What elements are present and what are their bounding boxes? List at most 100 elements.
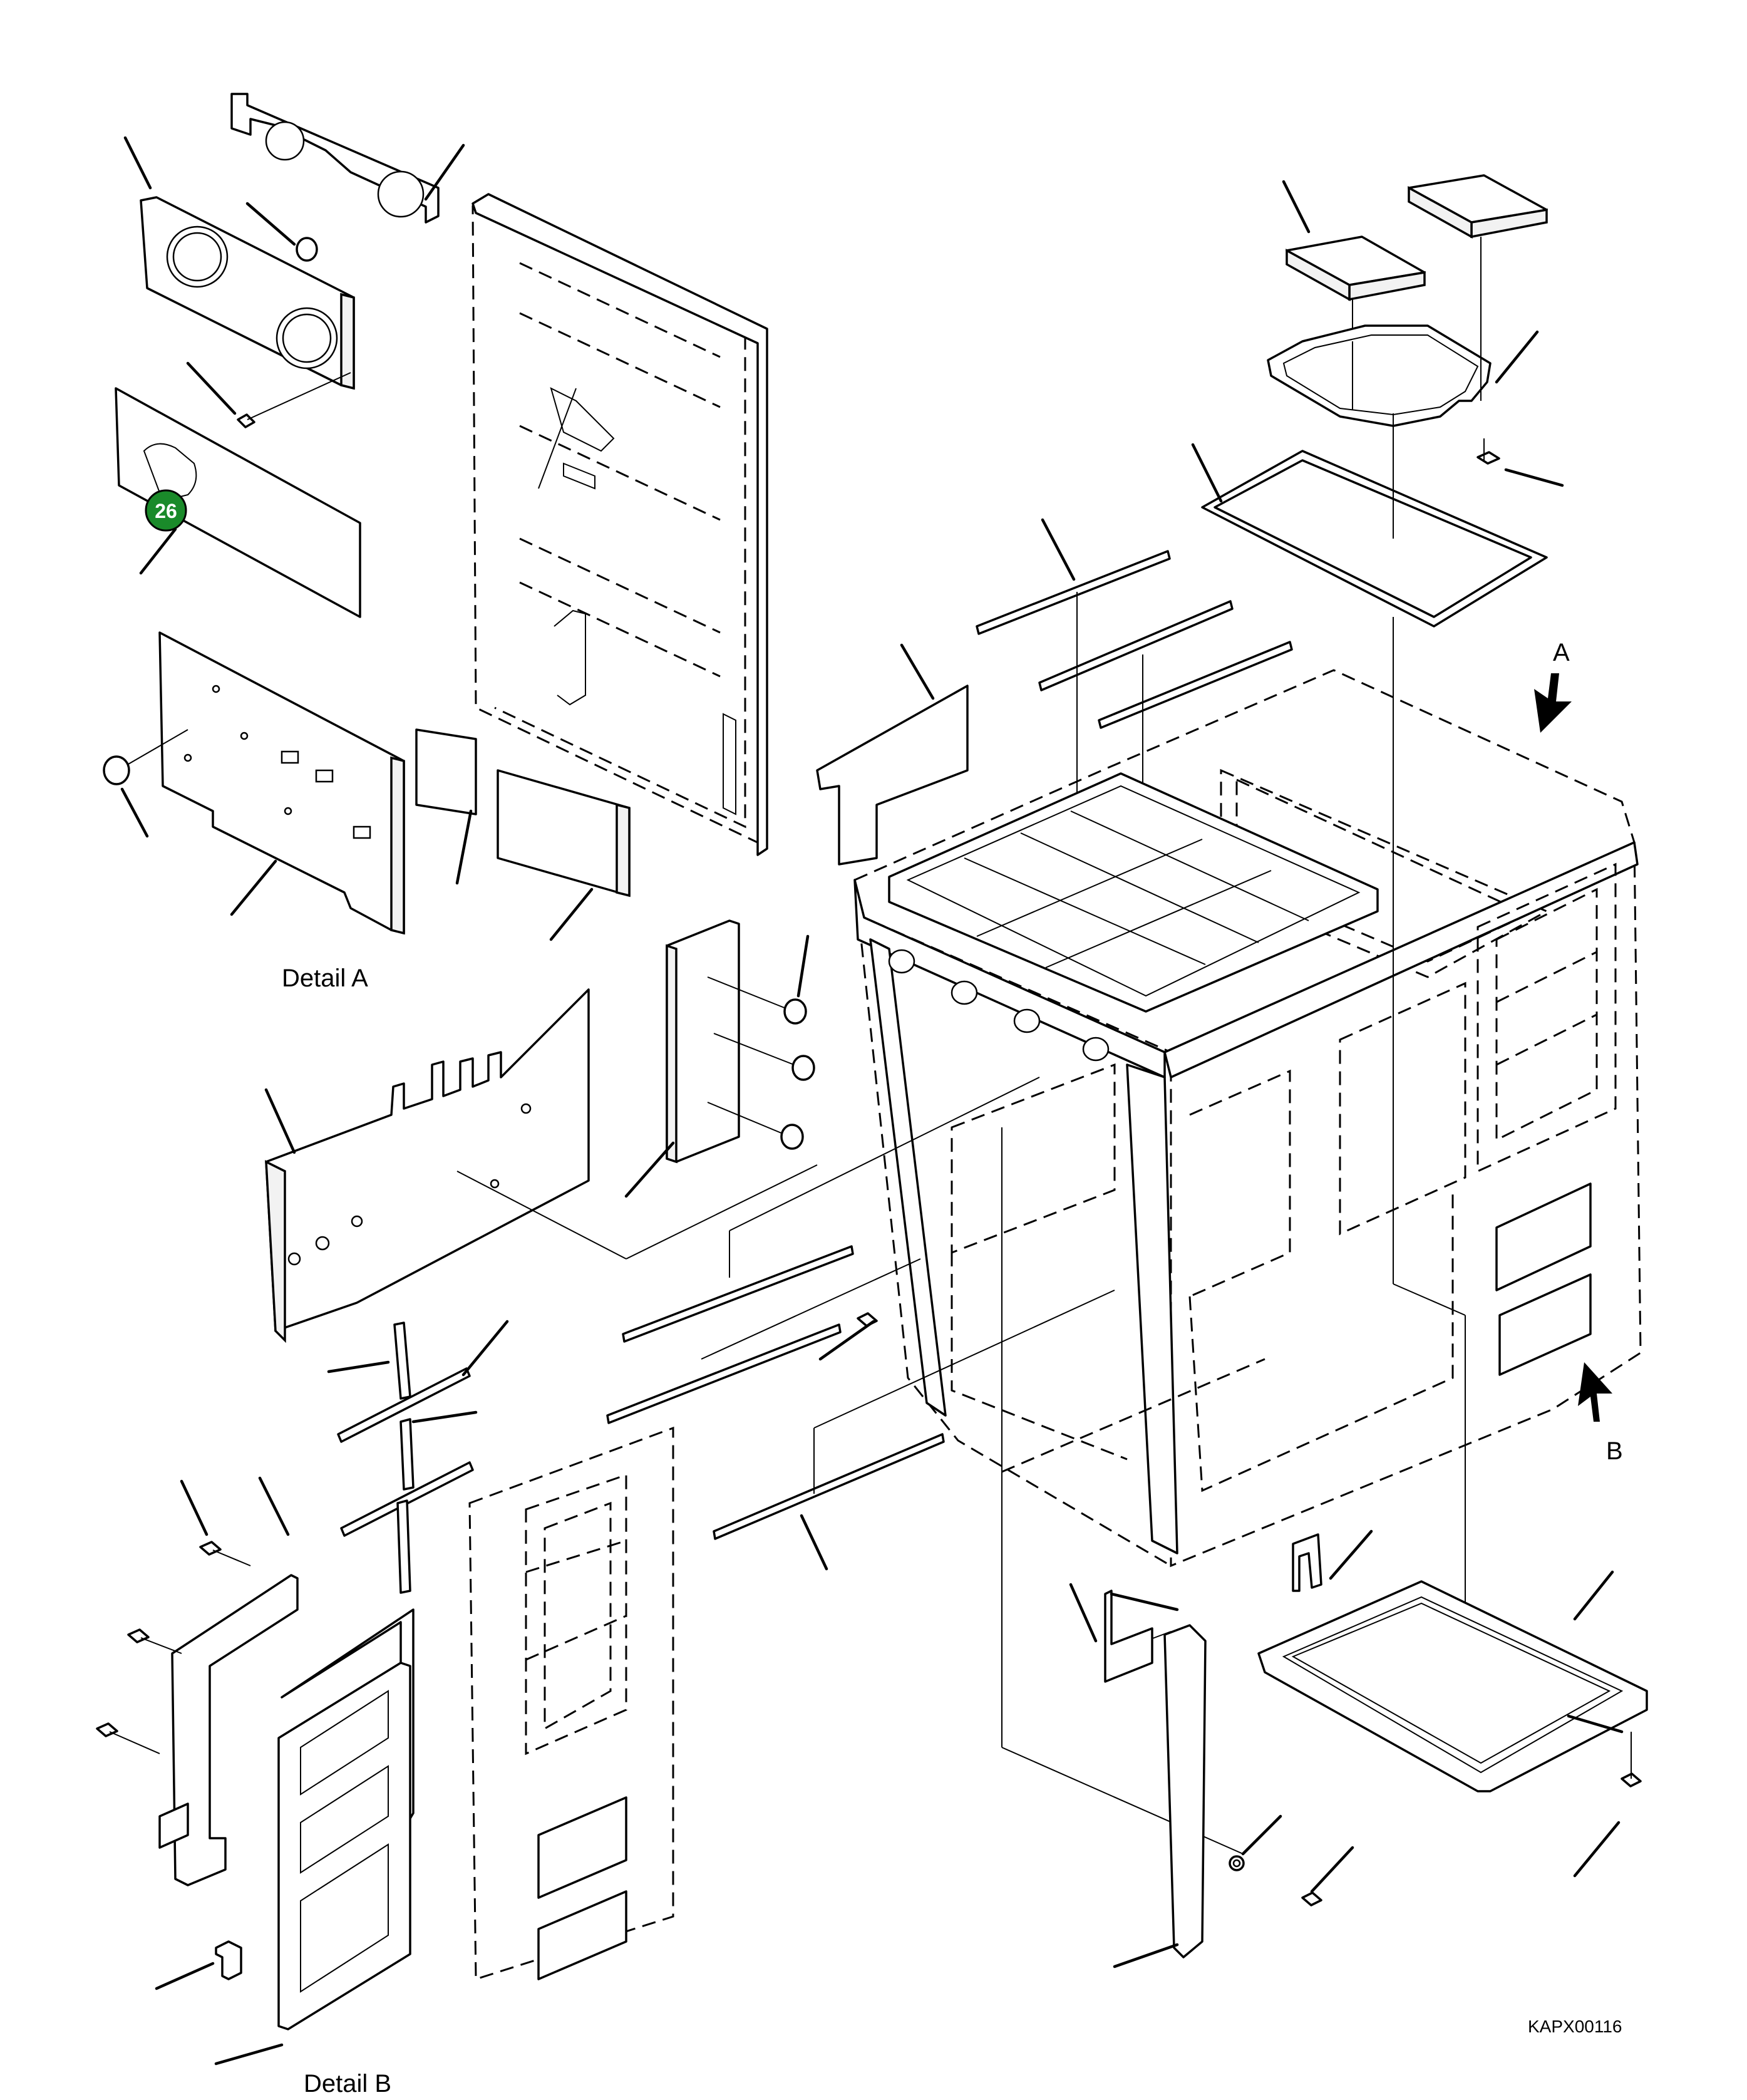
door-screw bbox=[127, 1628, 150, 1643]
callout-marker[interactable] bbox=[145, 489, 187, 532]
leader-line bbox=[800, 1514, 828, 1571]
panel-hole bbox=[212, 685, 220, 693]
floor-screw bbox=[1621, 1772, 1642, 1787]
arrow-b-icon bbox=[1578, 1362, 1612, 1422]
roof-screw bbox=[1476, 451, 1500, 465]
foam-block bbox=[497, 769, 631, 897]
header-port bbox=[1082, 1037, 1110, 1062]
roof-gasket-frame bbox=[1267, 324, 1492, 427]
leader-line bbox=[120, 787, 149, 838]
leader-line bbox=[424, 143, 465, 201]
leader-line bbox=[1241, 1814, 1282, 1856]
view-arrow-a: A bbox=[1534, 639, 1572, 733]
detail-b-label: Detail B bbox=[304, 2070, 391, 2097]
bracket-hole bbox=[265, 121, 305, 161]
door-window-frame bbox=[277, 1662, 411, 2030]
seal-strip bbox=[1038, 600, 1234, 691]
door-frame-edge bbox=[472, 193, 768, 856]
leader-line bbox=[624, 1141, 675, 1198]
seal-strip bbox=[622, 1245, 854, 1343]
leader-line bbox=[1110, 1592, 1179, 1611]
cab-hinge-plate bbox=[1498, 1273, 1592, 1376]
leader-line bbox=[186, 361, 237, 415]
panel-slot bbox=[353, 825, 371, 839]
detail-b-group: Detail B bbox=[96, 1320, 674, 2097]
floor-seal-frame bbox=[1257, 1580, 1648, 1792]
leader-line bbox=[258, 1476, 290, 1536]
leader-line bbox=[1504, 468, 1564, 487]
leader-line bbox=[139, 527, 177, 575]
leader-line bbox=[155, 1962, 215, 1990]
detail-a-group: 26 Detail A bbox=[103, 93, 768, 992]
panel-hole bbox=[240, 732, 249, 740]
arrow-a-icon bbox=[1534, 673, 1572, 733]
leader-line bbox=[1113, 1943, 1179, 1968]
panel-edge bbox=[390, 756, 405, 935]
leader-line bbox=[327, 1360, 390, 1373]
leader-line bbox=[123, 136, 152, 190]
door-bracket bbox=[171, 1574, 299, 1886]
insulation-l-piece bbox=[816, 685, 969, 866]
cab-hinge-plate bbox=[1495, 1182, 1592, 1291]
lower-right-parts bbox=[1069, 1529, 1648, 1968]
button-plug bbox=[791, 1055, 815, 1081]
tall-insulation-panel bbox=[666, 919, 740, 1163]
bar-seal-vertical bbox=[399, 1418, 415, 1491]
callout-26[interactable]: 26 bbox=[145, 489, 187, 532]
button-plug bbox=[103, 755, 130, 785]
seal-strip bbox=[606, 1323, 842, 1424]
detail-a-label: Detail A bbox=[282, 965, 368, 992]
leader-line bbox=[1191, 443, 1223, 503]
cab-front-pillar bbox=[1126, 1063, 1178, 1554]
bar-seal-vertical bbox=[393, 1322, 411, 1400]
leader-line bbox=[818, 1320, 875, 1361]
screw-axis bbox=[247, 372, 351, 420]
foam-block-edge bbox=[616, 803, 631, 897]
leader-line bbox=[214, 2043, 284, 2066]
panel-hole bbox=[284, 807, 292, 815]
leader-line bbox=[1495, 330, 1539, 384]
roof-parts-group bbox=[1191, 174, 1564, 628]
side-panels-group bbox=[264, 919, 818, 1343]
leader-line bbox=[264, 1088, 296, 1154]
cab-roof-frame bbox=[888, 772, 1379, 1013]
button-plug bbox=[783, 998, 807, 1025]
figure-id: KAPX00116 bbox=[1528, 2017, 1622, 2036]
door-latch-plate bbox=[537, 1796, 627, 1899]
seal-clip bbox=[857, 1312, 878, 1327]
seal-strip bbox=[713, 1433, 945, 1540]
bar-seal-horizontal bbox=[340, 1461, 474, 1537]
leader-line bbox=[1069, 1583, 1098, 1643]
view-arrow-b: B bbox=[1578, 1362, 1623, 1465]
leader-line bbox=[230, 859, 277, 916]
view-a-label: A bbox=[1553, 639, 1570, 666]
long-trim-strip bbox=[1163, 1624, 1207, 1958]
leader-line bbox=[1041, 518, 1076, 581]
leader-line bbox=[900, 643, 935, 700]
door-clip bbox=[215, 1940, 242, 1980]
header-port bbox=[1013, 1008, 1041, 1033]
seal-strips bbox=[816, 518, 1293, 977]
cab-front-header bbox=[853, 879, 1166, 1078]
bar-seal-horizontal bbox=[337, 1367, 471, 1443]
screw bbox=[237, 413, 255, 428]
panel-slot bbox=[315, 769, 334, 783]
leader-line bbox=[1567, 1714, 1624, 1734]
rear-panel-large bbox=[158, 631, 405, 934]
bracket-opening-inner bbox=[172, 232, 222, 282]
insulation-pad-upper bbox=[115, 387, 361, 618]
panel-slot bbox=[281, 750, 299, 764]
seal-strip bbox=[976, 550, 1171, 635]
leader-line bbox=[1310, 1846, 1354, 1893]
plug-axis bbox=[128, 729, 188, 765]
leader-line bbox=[549, 887, 594, 941]
bracket-hole bbox=[377, 170, 425, 218]
cab-assembly bbox=[853, 617, 1642, 1854]
trim-clip bbox=[1104, 1590, 1153, 1683]
leader-line bbox=[1282, 180, 1311, 234]
leader-line bbox=[796, 934, 810, 998]
panel-hole bbox=[183, 753, 192, 762]
view-b-label: B bbox=[1606, 1437, 1623, 1465]
leader-line bbox=[411, 1410, 478, 1424]
